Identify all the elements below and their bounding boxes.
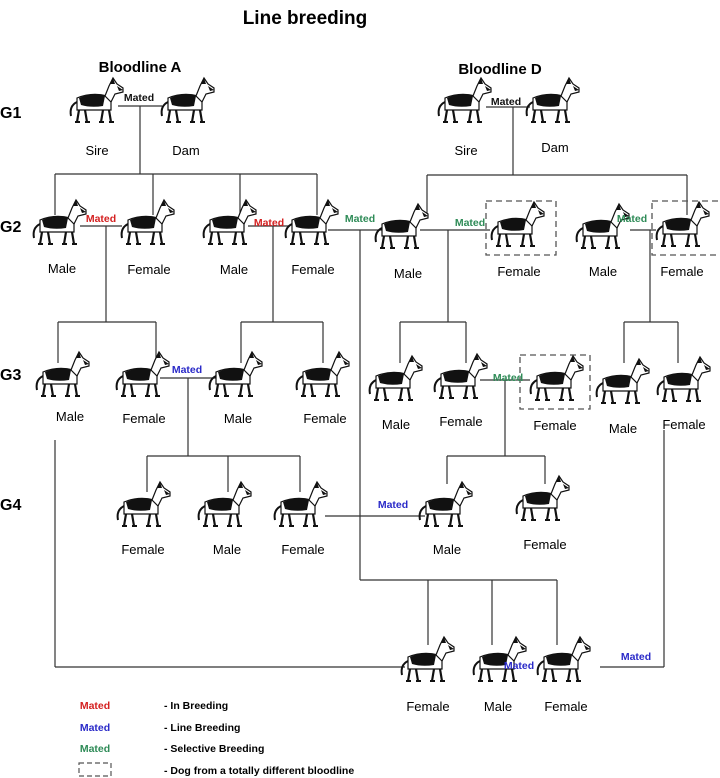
dog-label: Female [497, 264, 540, 279]
dog-icon [529, 354, 585, 402]
dog-icon [116, 480, 172, 528]
dog-label: Dam [541, 140, 568, 155]
dog-icon [374, 202, 430, 250]
mated-marker-selective: Mated [345, 213, 375, 225]
dog-label: Male [224, 411, 252, 426]
dog-icon [208, 350, 264, 398]
legend-marker-selective: Mated [80, 743, 110, 755]
dog-label: Male [48, 261, 76, 276]
mated-markers: Mated Mated Mated Mated Mated Mated Mate… [86, 92, 651, 672]
dog-icon [575, 202, 631, 250]
dog-icon [525, 76, 581, 124]
dog-icon [368, 354, 424, 402]
dog-label: Female [303, 411, 346, 426]
dog-label: Sire [85, 143, 108, 158]
dog-icon [490, 200, 546, 248]
generation-g1-label: G1 [0, 105, 21, 122]
dog-icon [35, 350, 91, 398]
dog-label: Female [662, 417, 705, 432]
generation-g3-label: G3 [0, 367, 21, 384]
legend: Mated - In Breeding Mated - Line Breedin… [78, 700, 354, 777]
dashed-box-g3-female [519, 354, 591, 410]
dog-icon [433, 352, 489, 400]
legend-marker-in-breeding: Mated [80, 700, 110, 712]
mated-marker-line-breeding: Mated [172, 364, 202, 376]
dogs [32, 76, 712, 683]
dog-label: Male [220, 262, 248, 277]
dog-label: Male [56, 409, 84, 424]
dog-label: Female [127, 262, 170, 277]
legend-text-line-breeding: - Line Breeding [164, 722, 240, 734]
dog-label: Female [122, 411, 165, 426]
dog-label: Female [544, 699, 587, 714]
legend-text-selective: - Selective Breeding [164, 743, 264, 755]
dog-label: Male [433, 542, 461, 557]
legend-dashed-box [78, 762, 112, 777]
mated-marker-in-breeding: Mated [86, 213, 116, 225]
dog-label: Female [121, 542, 164, 557]
dog-icon [120, 198, 176, 246]
mated-marker: Mated [124, 92, 154, 104]
dog-icon [418, 480, 474, 528]
connector-lines [54, 105, 688, 668]
dog-label: Male [382, 417, 410, 432]
mated-marker-selective: Mated [493, 372, 523, 384]
legend-text-in-breeding: - In Breeding [164, 700, 228, 712]
mated-marker-line-breeding: Mated [504, 660, 534, 672]
different-bloodline-boxes [485, 200, 720, 410]
dashed-box-g2-right-female [651, 200, 720, 256]
dog-label: Female [281, 542, 324, 557]
dog-icon [437, 76, 493, 124]
dog-label: Female [439, 414, 482, 429]
dog-label: Dam [172, 143, 199, 158]
dog-icon [655, 200, 711, 248]
dog-label: Female [291, 262, 334, 277]
mated-marker: Mated [491, 96, 521, 108]
dog-icon [284, 198, 340, 246]
diagram-title: Line breeding [243, 8, 368, 29]
dog-label: Female [406, 699, 449, 714]
legend-text-different-bloodline: - Dog from a totally different bloodline [164, 765, 354, 777]
bloodline-a-label: Bloodline A [99, 59, 182, 76]
generation-g2-label: G2 [0, 219, 21, 236]
dog-icon [160, 76, 216, 124]
dog-label: Female [523, 537, 566, 552]
dog-icon [595, 357, 651, 405]
dog-label: Male [589, 264, 617, 279]
mated-marker-selective: Mated [455, 217, 485, 229]
dog-label: Female [660, 264, 703, 279]
dog-label: Male [609, 421, 637, 436]
dog-label: Sire [454, 143, 477, 158]
dog-labels: Sire Dam Sire Dam Male Female Male Femal… [48, 140, 706, 714]
mated-marker-line-breeding: Mated [378, 499, 408, 511]
dashed-box-g2-d-female [485, 200, 557, 256]
dog-icon [202, 198, 258, 246]
bloodline-d-label: Bloodline D [458, 61, 541, 78]
dog-label: Male [484, 699, 512, 714]
dog-icon [515, 474, 571, 522]
dog-icon [32, 198, 88, 246]
dog-icon [273, 480, 329, 528]
legend-marker-line-breeding: Mated [80, 722, 110, 734]
dog-label: Male [394, 266, 422, 281]
dog-label: Male [213, 542, 241, 557]
mated-marker-selective: Mated [617, 213, 647, 225]
dog-icon [536, 635, 592, 683]
dog-icon [472, 635, 528, 683]
dog-label: Female [533, 418, 576, 433]
dog-icon [656, 355, 712, 403]
mated-marker-in-breeding: Mated [254, 217, 284, 229]
dog-icon [115, 350, 171, 398]
mated-marker-line-breeding: Mated [621, 651, 651, 663]
dog-icon [197, 480, 253, 528]
dog-icon [69, 76, 125, 124]
generation-g4-label: G4 [0, 497, 21, 514]
